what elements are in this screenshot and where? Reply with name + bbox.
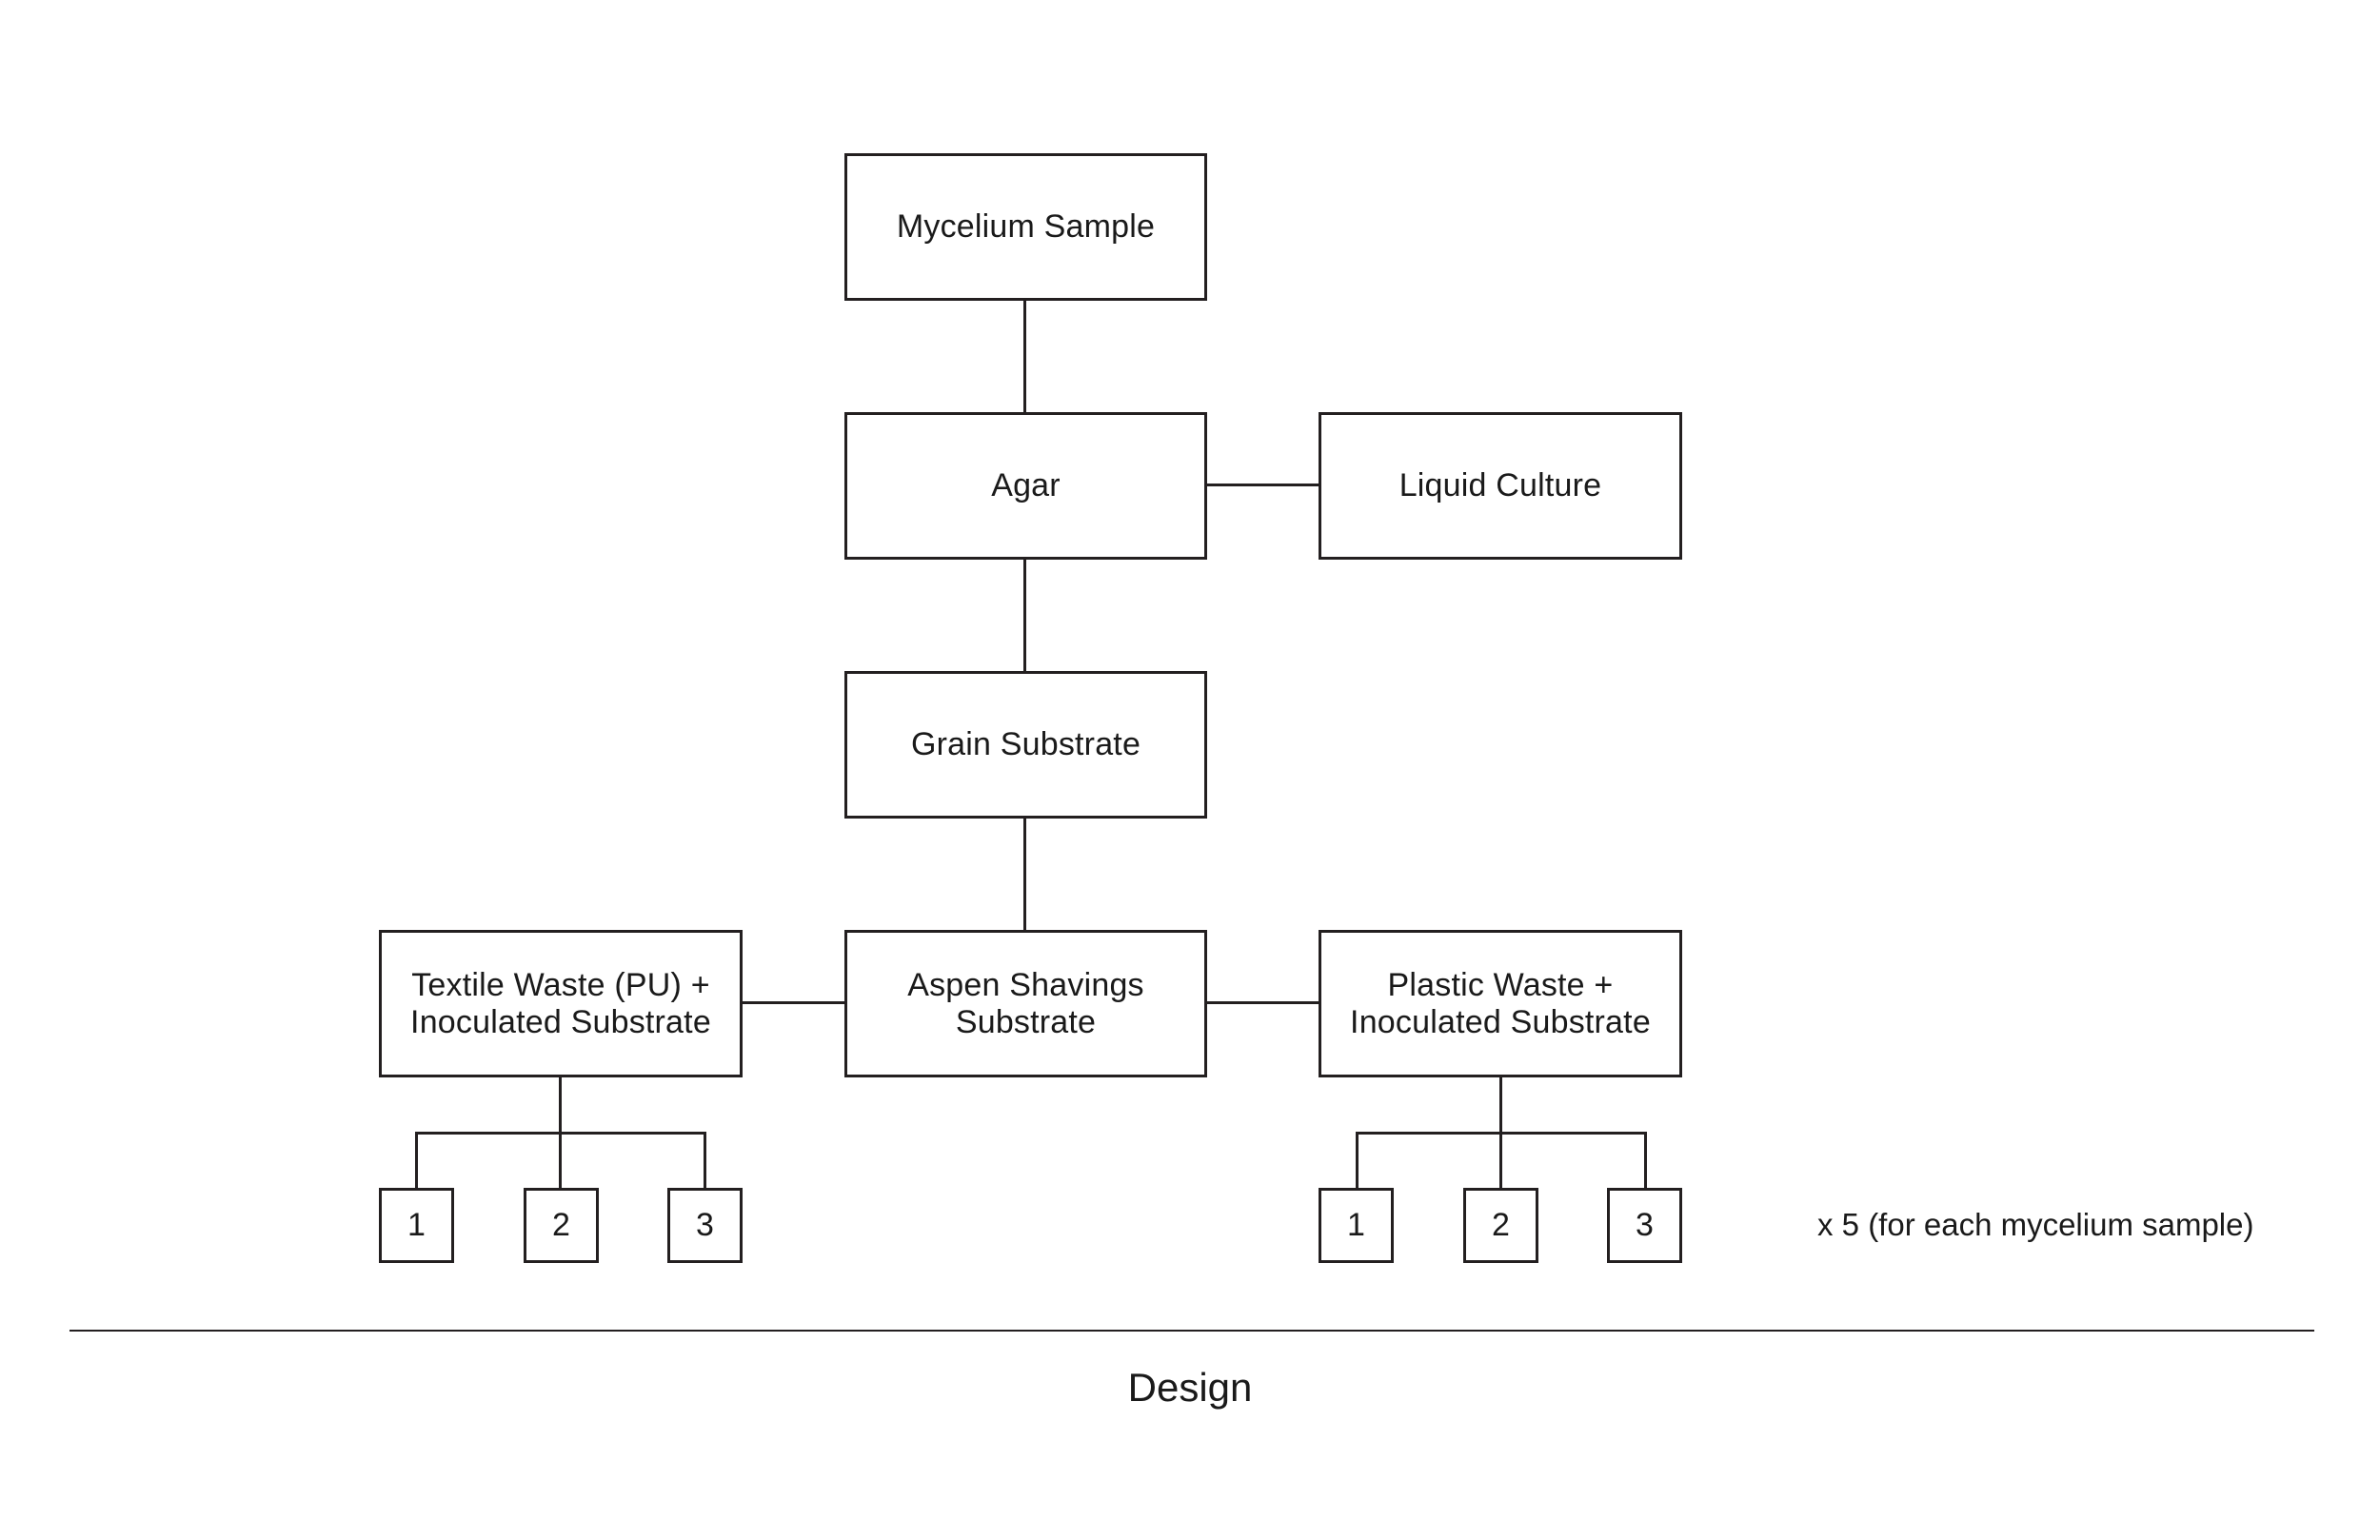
diagram-caption: Design [1127, 1365, 1253, 1410]
node-mycelium-sample: Mycelium Sample [844, 153, 1207, 301]
node-mycelium-sample-label: Mycelium Sample [896, 208, 1156, 245]
textile-replicate-3: 3 [667, 1188, 743, 1263]
node-agar: Agar [844, 412, 1207, 560]
textile-replicate-3-label: 3 [695, 1207, 715, 1243]
connector-agar-grain [1023, 558, 1026, 672]
connector-textile-bar [415, 1132, 706, 1135]
textile-replicate-2-label: 2 [551, 1207, 571, 1243]
plastic-replicate-2: 2 [1463, 1188, 1538, 1263]
connector-aspen-plastic [1205, 1001, 1319, 1004]
connector-plastic-3 [1644, 1132, 1647, 1190]
connector-grain-aspen [1023, 817, 1026, 931]
plastic-replicate-3: 3 [1607, 1188, 1682, 1263]
connector-mycelium-agar [1023, 300, 1026, 414]
textile-replicate-2: 2 [524, 1188, 599, 1263]
replicate-note: x 5 (for each mycelium sample) [1817, 1207, 2254, 1242]
connector-textile-aspen [741, 1001, 845, 1004]
node-aspen-shavings-label: Aspen Shavings Substrate [907, 966, 1144, 1040]
node-plastic-waste: Plastic Waste + Inoculated Substrate [1319, 930, 1682, 1077]
node-plastic-waste-label: Plastic Waste + Inoculated Substrate [1350, 966, 1651, 1040]
node-liquid-culture-label: Liquid Culture [1398, 467, 1602, 503]
plastic-replicate-3-label: 3 [1635, 1207, 1655, 1243]
node-textile-waste: Textile Waste (PU) + Inoculated Substrat… [379, 930, 743, 1077]
plastic-replicate-2-label: 2 [1491, 1207, 1511, 1243]
connector-plastic-bar [1356, 1132, 1647, 1135]
connector-textile-1 [415, 1132, 418, 1190]
node-grain-substrate-label: Grain Substrate [910, 726, 1141, 762]
node-liquid-culture: Liquid Culture [1319, 412, 1682, 560]
textile-replicate-1-label: 1 [407, 1207, 426, 1243]
node-agar-label: Agar [991, 467, 1061, 503]
connector-textile-3 [704, 1132, 706, 1190]
node-aspen-shavings-substrate: Aspen Shavings Substrate [844, 930, 1207, 1077]
connector-plastic-1 [1356, 1132, 1359, 1190]
plastic-replicate-1-label: 1 [1346, 1207, 1366, 1243]
textile-replicate-1: 1 [379, 1188, 454, 1263]
connector-agar-liquid-culture [1205, 484, 1319, 486]
node-grain-substrate: Grain Substrate [844, 671, 1207, 819]
node-textile-waste-label: Textile Waste (PU) + Inoculated Substrat… [410, 966, 711, 1040]
plastic-replicate-1: 1 [1319, 1188, 1394, 1263]
footer-divider [69, 1330, 2314, 1332]
